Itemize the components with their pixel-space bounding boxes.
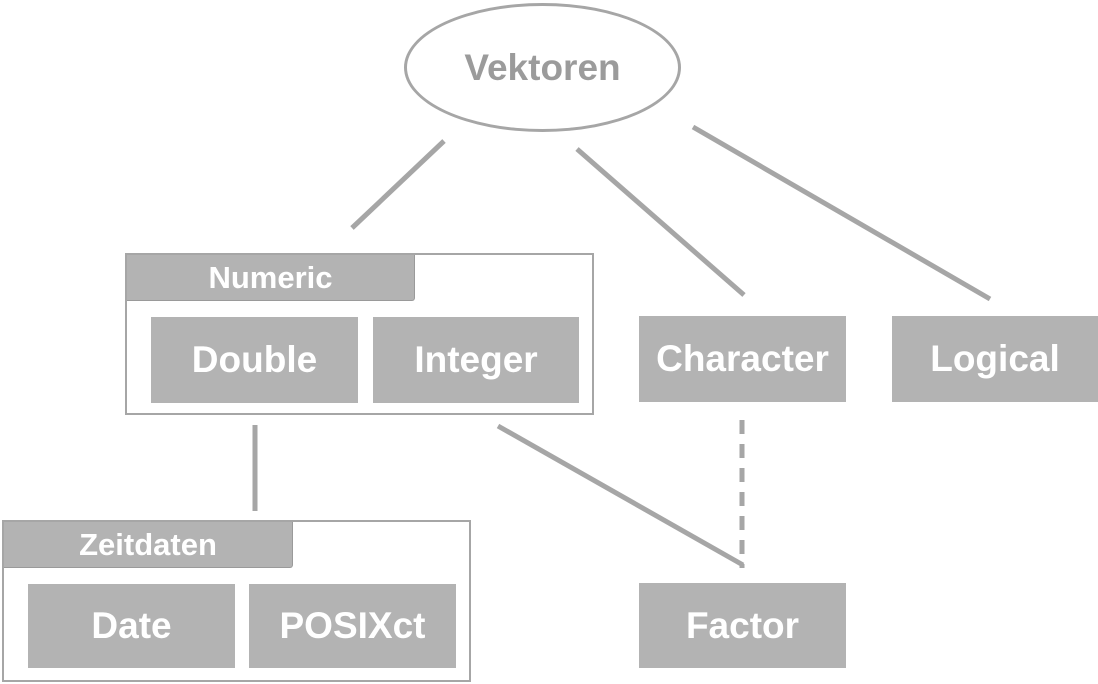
node-integer: Integer <box>373 317 579 403</box>
edge-vektoren-numeric <box>350 139 446 230</box>
node-factor: Factor <box>639 583 846 668</box>
node-double: Double <box>151 317 358 403</box>
group-label-zeitdaten: Zeitdaten <box>4 522 293 568</box>
node-character: Character <box>639 316 846 402</box>
edge-vektoren-logical <box>691 124 992 302</box>
node-posixct: POSIXct <box>249 584 456 668</box>
group-zeitdaten: Zeitdaten Date POSIXct <box>2 520 471 682</box>
node-logical: Logical <box>892 316 1098 402</box>
node-date: Date <box>28 584 235 668</box>
group-label-numeric: Numeric <box>127 255 415 301</box>
edge-vektoren-character <box>575 147 746 297</box>
root-node-vektoren: Vektoren <box>404 3 681 132</box>
group-numeric: Numeric Double Integer <box>125 253 594 415</box>
edge-numeric-factor <box>496 423 745 568</box>
